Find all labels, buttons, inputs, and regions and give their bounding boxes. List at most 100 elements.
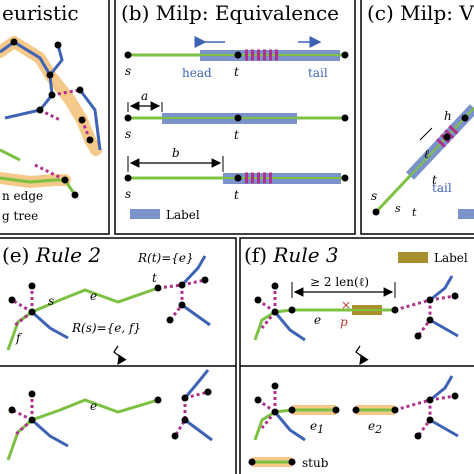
s-sub-label: s	[395, 202, 401, 215]
t-label-e: t	[152, 271, 157, 285]
node-s-row3	[124, 174, 132, 182]
nodes-f-lower	[254, 382, 459, 440]
s-label-row1: s	[125, 64, 131, 78]
formula-top: R(t)={e}	[137, 251, 194, 265]
green-edge-e-lower	[6, 398, 159, 461]
formula-mid: R(s)={e, f}	[71, 321, 141, 335]
node-end-row1	[341, 51, 349, 59]
panel-b-frame	[114, 0, 356, 235]
t-label-row2: t	[234, 128, 239, 142]
blue-edge-f1	[273, 311, 306, 342]
blue-path-a2	[78, 89, 102, 151]
dotted-edges-e-lower	[11, 390, 209, 437]
nodes-e-upper	[8, 276, 209, 324]
green-edge-e-upper	[6, 286, 159, 351]
panel-f-frame	[239, 237, 474, 474]
dotted-c	[435, 123, 461, 148]
b-label: b	[172, 146, 180, 160]
tail-label: tail	[308, 66, 328, 80]
nodes-a	[10, 38, 94, 199]
panel-f-title: (f) Rule 3	[244, 243, 339, 267]
legend-label-text-f: Label	[434, 251, 468, 265]
e-label-f: e	[314, 313, 321, 327]
blue-edge-e2	[180, 255, 207, 287]
s-label-e: s	[48, 294, 54, 308]
node-t-row2	[234, 114, 242, 122]
stub-legend-node-r	[288, 458, 296, 466]
dotted-edges-e-upper	[11, 283, 184, 327]
panel-e: (e) Rule 2 R(t)={e} R(s)={e, f} s t e f	[0, 237, 237, 474]
blue-edge-e5	[183, 369, 210, 399]
blue-edge-f3	[429, 318, 459, 338]
legend-edge-label: n edge	[2, 189, 43, 203]
highlight-route	[0, 36, 102, 188]
panel-a-frame	[0, 0, 110, 235]
t-sub-label: t	[412, 206, 417, 219]
node-c-top	[461, 114, 469, 122]
transform-arrow-e	[113, 345, 127, 365]
panel-b-title: (b) Milp: Equivalence	[121, 1, 339, 25]
s-label-row3: s	[125, 187, 131, 201]
node-c-mid	[443, 133, 451, 141]
blue-edge-f4	[273, 411, 306, 442]
node-s-prime	[372, 208, 380, 216]
stub-label: stub	[302, 456, 329, 470]
legend-label-text: Label	[166, 208, 200, 222]
e-label-e-lower: e	[90, 399, 97, 413]
p-label: p	[340, 315, 348, 329]
l-label-c: ℓ	[424, 147, 429, 161]
dotted-path-a	[34, 88, 92, 182]
node-end-row2	[341, 114, 349, 122]
t-prime-label: t	[432, 173, 437, 187]
len-text: ≥ 2 len(ℓ)	[310, 275, 369, 289]
panel-e-frame	[0, 237, 237, 474]
blue-edge-e4	[31, 418, 69, 448]
panel-a: euristic n edge g tree	[0, 0, 110, 235]
t-label-row1: t	[234, 65, 239, 79]
s-prime-label: s	[371, 189, 377, 203]
node-end-row3	[341, 174, 349, 182]
panel-a-title: euristic	[2, 1, 79, 25]
blue-edge-e3	[181, 303, 211, 327]
blue-edge-e6	[184, 418, 213, 442]
dotted-edges-f-lower	[257, 386, 456, 437]
blue-edge-e1	[31, 310, 69, 340]
green-edge-f-lower	[253, 408, 293, 441]
panel-c: (c) Milp: V s t ℓ h tail s t	[360, 0, 474, 235]
blue-edge-f2	[429, 275, 454, 302]
legend-label-swatch-f	[398, 252, 428, 263]
panel-f: (f) Rule 3 Label ≥ 2 len(ℓ) × p e	[239, 237, 474, 474]
e2-label: e2	[368, 419, 382, 436]
blue-edge-f5	[429, 375, 454, 402]
stub-legend-node-l	[248, 458, 256, 466]
panel-c-title: (c) Milp: V	[367, 1, 474, 25]
tail-label-c: tail	[432, 181, 452, 195]
nodes-f-upper	[254, 282, 459, 340]
green-path-a	[0, 176, 77, 196]
node-t-row3	[234, 174, 242, 182]
node-s-row1	[124, 51, 132, 59]
blue-edge-f6	[429, 418, 459, 438]
green-path-a2	[0, 148, 21, 162]
f-label-e: f	[15, 331, 23, 345]
h-label-c: h	[444, 109, 452, 123]
s-label-row2: s	[125, 127, 131, 141]
dotted-edges-f-upper	[257, 286, 456, 337]
p-cross: ×	[341, 298, 351, 312]
e-label-e: e	[90, 289, 97, 303]
dotted-edge-e-extra	[181, 278, 206, 287]
nodes-e-lower	[8, 388, 212, 440]
head-label: head	[182, 66, 212, 80]
dim-l-c	[419, 127, 433, 141]
legend-label-swatch	[130, 209, 160, 219]
panel-e-title: (e) Rule 2	[2, 243, 101, 267]
panel-c-frame	[360, 0, 474, 235]
transform-arrow-f	[355, 345, 369, 365]
blue-path-a3	[48, 44, 64, 76]
legend-label-swatch-c	[458, 209, 474, 219]
node-t-row1	[234, 51, 242, 59]
node-s-row2	[124, 114, 132, 122]
a-label: a	[141, 89, 148, 103]
legend-tree-label: g tree	[2, 209, 38, 223]
